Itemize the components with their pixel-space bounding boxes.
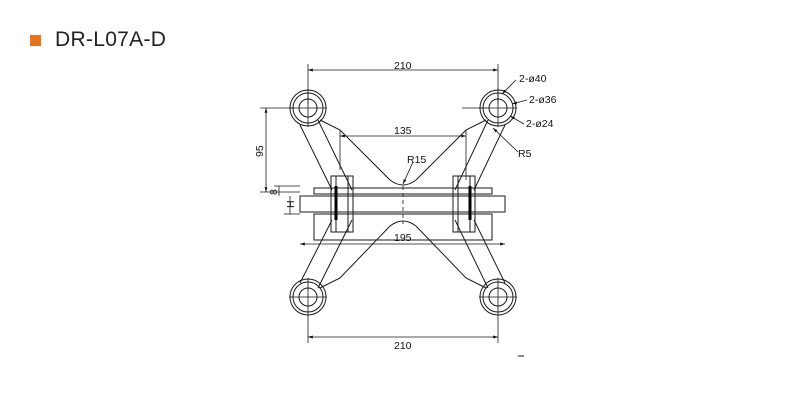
base-plate-middle [299, 195, 506, 213]
page-title: DR-L07A-D [55, 28, 167, 51]
arm-bottom-right [454, 219, 506, 289]
dim-base-length: 195 [394, 232, 412, 244]
title-bullet-icon [30, 34, 41, 46]
dim-d24: 2-ø24 [526, 118, 554, 130]
arm-top-left [299, 119, 353, 191]
arm-top-right [454, 119, 506, 191]
bolt-block-left [330, 175, 354, 233]
dim-95: 95 [254, 145, 266, 157]
upper-v-curve [319, 119, 487, 186]
arm-bottom-left [299, 219, 353, 289]
dim-d36: 2-ø36 [529, 94, 557, 106]
bolt-block-left-inner [335, 176, 349, 232]
dim-arm-span: 135 [394, 125, 412, 137]
title-row: DR-L07A-D [30, 28, 166, 52]
dim-top-span: 210 [394, 60, 412, 72]
dim-bottom-span: 210 [394, 340, 412, 352]
dim-r5: R5 [518, 148, 532, 160]
dim-8: 8 [268, 189, 280, 195]
dim-d40: 2-ø40 [519, 73, 547, 85]
dim-r15: R15 [407, 154, 426, 166]
bolt-block-right-inner [457, 176, 471, 232]
dim-h: H [285, 200, 297, 208]
bolt-block-right [452, 175, 476, 233]
